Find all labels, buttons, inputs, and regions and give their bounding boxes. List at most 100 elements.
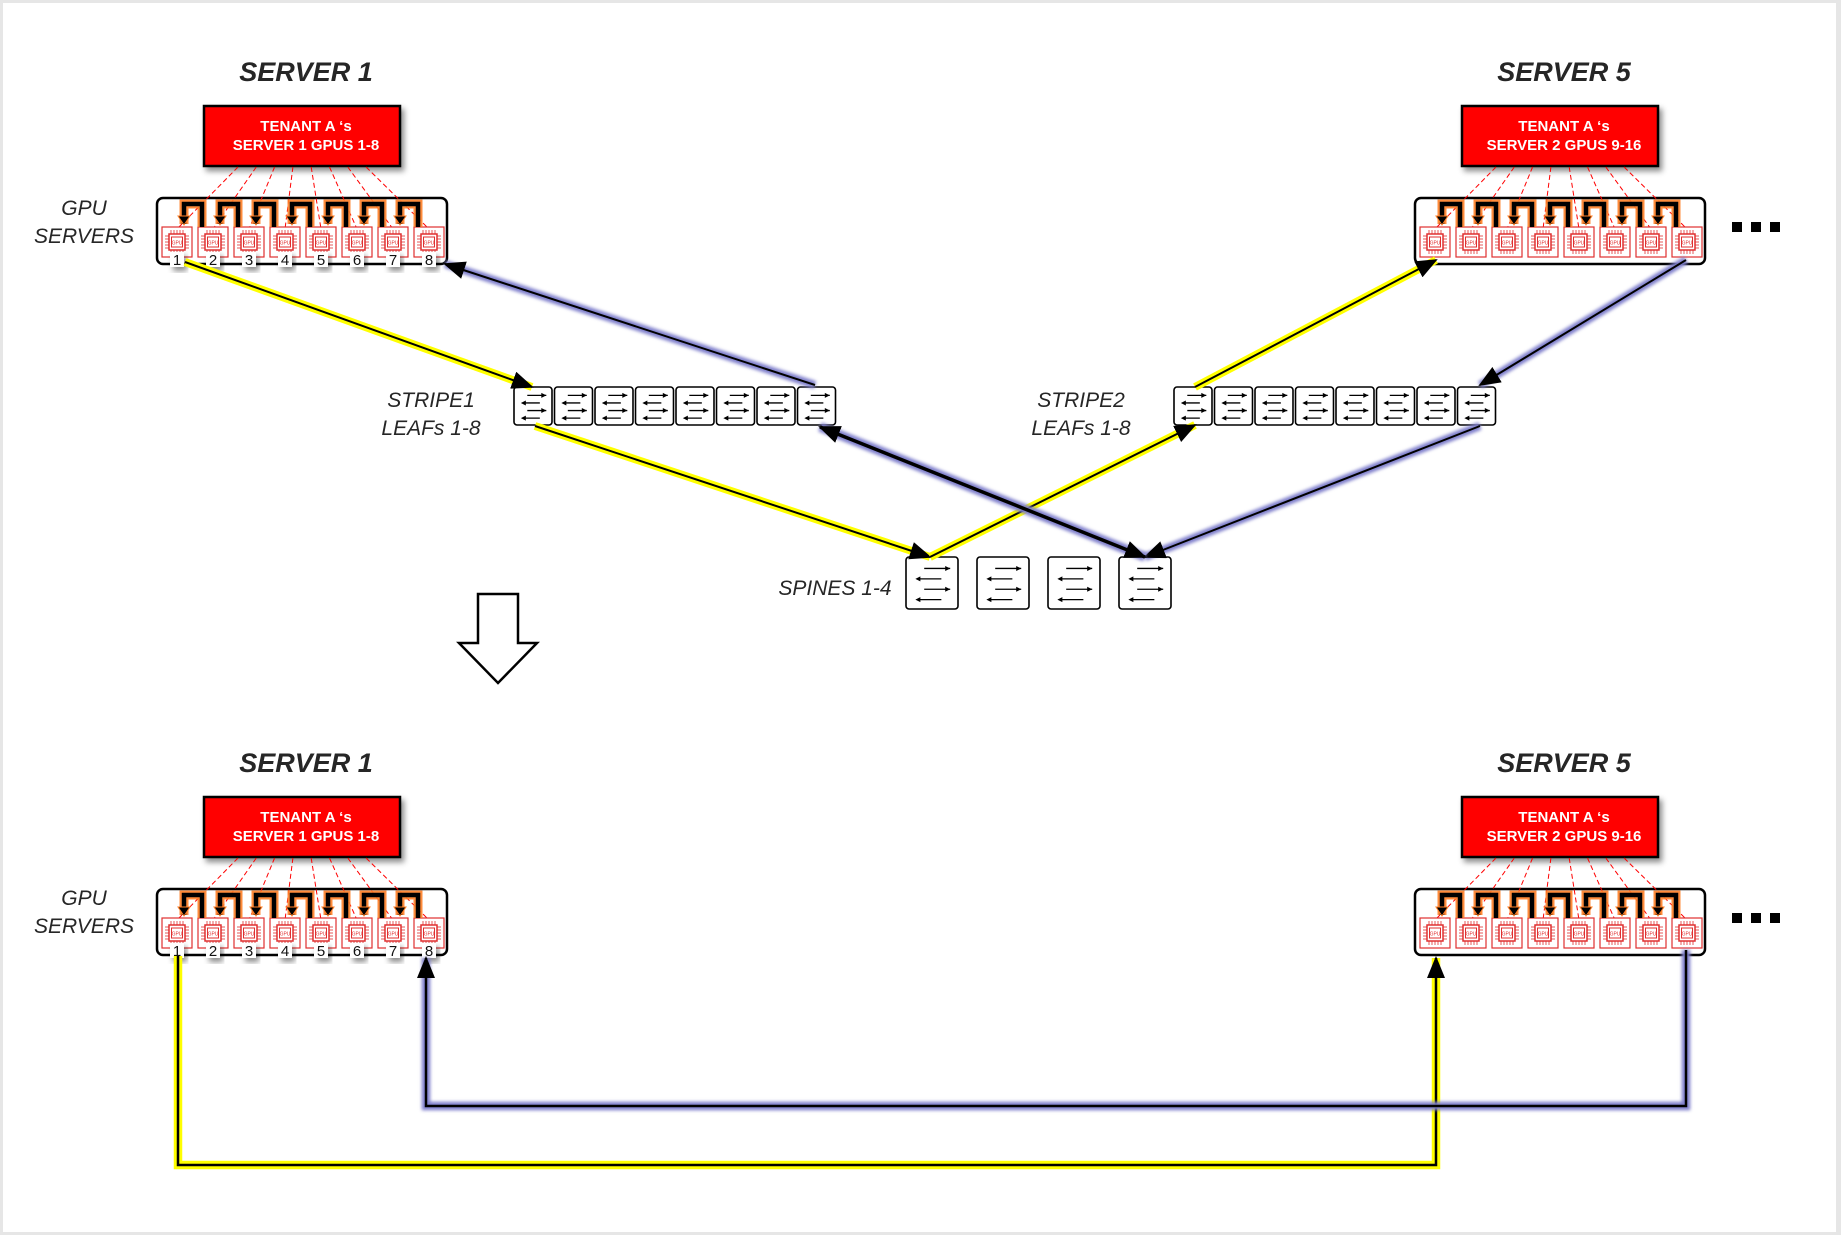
gpu-number-bg [350, 943, 364, 958]
svg-text:GPU: GPU [388, 241, 399, 247]
gpu-number-bg [206, 252, 220, 267]
nvlink-loop [253, 892, 277, 918]
loop-arrow-icon [285, 906, 299, 917]
gpu-number-bg [386, 252, 400, 267]
nvlink-loop [1439, 201, 1463, 227]
gpu-server-chassis [1413, 887, 1707, 957]
svg-text:GPU: GPU [1574, 932, 1585, 938]
stripe1-leaf-switches [513, 386, 837, 426]
leaf-switch-icon [675, 386, 715, 426]
svg-text:GPU: GPU [244, 241, 255, 247]
gpu-number-label: 2 [209, 943, 217, 960]
gpu-number-label: 7 [389, 943, 397, 960]
svg-text:GPU: GPU [1502, 932, 1513, 938]
loop-arrow-icon [1507, 906, 1521, 917]
svg-text:GPU: GPU [316, 932, 327, 938]
gpu-number-bg [278, 943, 292, 958]
loop-arrow-icon [357, 215, 371, 226]
gpu-chip-icon: GPU [1599, 917, 1631, 949]
gpu-chip-icon: GPU [1419, 226, 1451, 258]
svg-text:GPU: GPU [316, 241, 327, 247]
tenant-box [202, 795, 402, 859]
nvlink-loop [1619, 201, 1643, 227]
loop-arrow-icon [1651, 215, 1665, 226]
bottom-gpu-servers-label-line2: SERVERS [34, 915, 134, 938]
gpu-number-label: 5 [317, 252, 325, 269]
gpu-number-label: 3 [245, 252, 253, 269]
gpu-number-label: 4 [281, 943, 289, 960]
loop-arrow-icon [321, 906, 335, 917]
gpu-number-label: 5 [317, 943, 325, 960]
leaf-switch-icon [1213, 386, 1254, 426]
nvlink-loop [1619, 892, 1643, 918]
gpu-chip-icon: GPU [377, 917, 409, 949]
transition-down-arrow-icon [456, 592, 540, 685]
gpu-number-bg [170, 252, 184, 267]
nvlink-loop [1583, 201, 1607, 227]
bottom-server1-tenant-line1: TENANT A ‘s [260, 809, 351, 826]
top-ellipsis-icon [1732, 222, 1780, 232]
svg-text:GPU: GPU [1646, 241, 1657, 247]
gpu-number-label: 8 [425, 252, 433, 269]
nvlink-loop [181, 201, 205, 227]
leaf-switch-icon [1456, 386, 1497, 426]
bottom-ellipsis-icon [1732, 913, 1780, 923]
nvlink-loop [1583, 892, 1607, 918]
tenant-box [1460, 795, 1660, 859]
leaf-switch-icon [715, 386, 756, 426]
network-diagram: SERVER 1 SERVER 5 GPU SERVERS STRIPE1 LE… [34, 57, 1780, 1170]
gpu-number-bg [170, 943, 184, 958]
gpu-chip-icon: GPU [1635, 226, 1667, 258]
nvlink-loops [1435, 890, 1681, 918]
svg-text:GPU: GPU [1538, 241, 1549, 247]
nvlink-loop [1475, 892, 1499, 918]
gpu-number-bg [422, 252, 436, 267]
nvlink-loop [325, 201, 349, 227]
leaf-switch-icon [513, 386, 553, 426]
leaf-switch-icon [594, 386, 634, 426]
leaf-switch-icon [1294, 386, 1335, 426]
svg-text:GPU: GPU [1682, 241, 1693, 247]
loop-arrow-icon [1471, 906, 1485, 917]
gpu-chip-icon: GPU [305, 917, 337, 949]
stripe1-label-line2: LEAFs 1-8 [381, 417, 481, 440]
gpu-chip-icon: GPU [1599, 226, 1631, 258]
loop-arrow-icon [357, 906, 371, 917]
loop-arrow-icon [177, 215, 191, 226]
gpu-chip-icon: GPU [269, 226, 301, 258]
nvlink-loop [181, 892, 205, 918]
gpu-chip-icon: GPU [1563, 226, 1595, 258]
loop-arrow-icon [1615, 215, 1629, 226]
spine-switch-icon [976, 556, 1030, 610]
nvlink-loop [1655, 201, 1679, 227]
leaf-switch-icon [553, 386, 594, 426]
gpu-chip-icon: GPU [1455, 226, 1487, 258]
gpu-number-bg [350, 252, 364, 267]
spines-label: SPINES 1-4 [778, 577, 891, 600]
loop-arrow-icon [393, 906, 407, 917]
leaf-switch-icon [756, 386, 796, 426]
loop-arrow-icon [1435, 215, 1449, 226]
gpu-chip-icon: GPU [1455, 917, 1487, 949]
nvlink-loops [177, 890, 423, 918]
loop-arrow-icon [1507, 215, 1521, 226]
gpu-chip-icon: GPU [1527, 917, 1559, 949]
svg-text:GPU: GPU [1538, 932, 1549, 938]
loop-arrow-icon [213, 215, 227, 226]
gpu-server-chassis [155, 196, 449, 266]
svg-text:GPU: GPU [1610, 241, 1621, 247]
svg-text:GPU: GPU [352, 241, 363, 247]
gpu-number-bg [206, 943, 220, 958]
loop-arrow-icon [249, 215, 263, 226]
nvlink-loop [289, 892, 313, 918]
nvlink-loop [253, 201, 277, 227]
svg-text:GPU: GPU [1430, 241, 1441, 247]
gpu-number-bg [386, 943, 400, 958]
svg-text:GPU: GPU [1466, 241, 1477, 247]
gpu-number-bg [422, 943, 436, 958]
loop-arrow-icon [1579, 215, 1593, 226]
nvlink-loop [361, 201, 385, 227]
bottom-server5-title: SERVER 5 [1497, 748, 1632, 778]
bottom-server1-title: SERVER 1 [239, 748, 373, 778]
